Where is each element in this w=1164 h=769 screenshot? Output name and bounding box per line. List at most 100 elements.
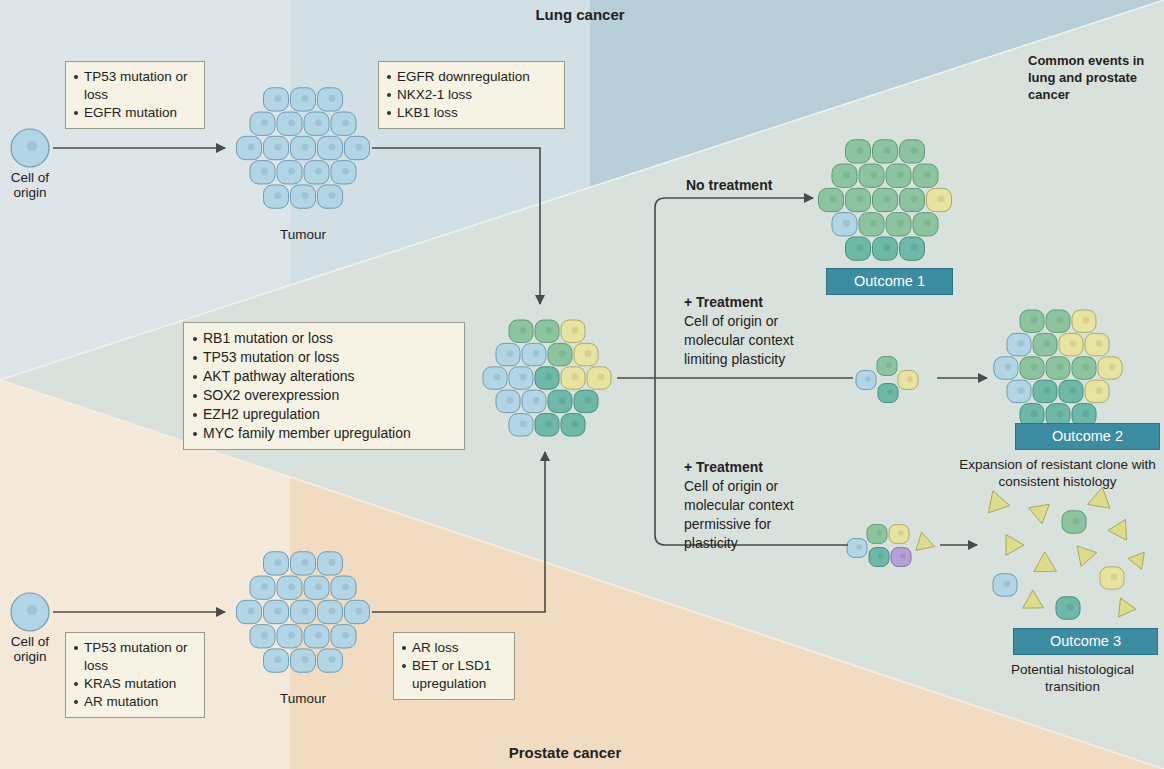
bullet-text: TP53 mutation or loss bbox=[203, 349, 339, 365]
tumour-cell bbox=[856, 371, 876, 390]
cell-nucleus bbox=[27, 141, 37, 151]
cell-body bbox=[277, 576, 302, 599]
cell-body bbox=[1085, 333, 1109, 355]
cell-body bbox=[11, 129, 49, 167]
cell-body bbox=[1046, 310, 1070, 332]
bullet-dot bbox=[74, 700, 78, 704]
cell-body bbox=[331, 625, 356, 648]
cell-group bbox=[237, 552, 370, 673]
cell-body bbox=[345, 600, 370, 623]
tumour-cell bbox=[889, 525, 909, 544]
tumour-cell bbox=[277, 576, 302, 599]
bullet-dot bbox=[74, 75, 78, 79]
bullet-text: LKB1 loss bbox=[397, 105, 458, 120]
tumour-cell bbox=[264, 649, 289, 672]
bullet-dot bbox=[74, 646, 78, 650]
cell-body bbox=[483, 367, 507, 389]
cell-body bbox=[264, 552, 289, 575]
tumour-cell bbox=[304, 161, 329, 184]
cell-body bbox=[878, 384, 898, 403]
tumour-cell bbox=[264, 600, 289, 623]
cell-nucleus bbox=[520, 327, 527, 334]
cell-body bbox=[291, 136, 316, 159]
outcome-arrow bbox=[937, 377, 987, 379]
tumour-cell bbox=[587, 367, 611, 389]
tumour-cell bbox=[867, 525, 887, 544]
cell-body bbox=[561, 367, 585, 389]
tumour-cell bbox=[318, 600, 343, 623]
tumour-cell bbox=[873, 237, 898, 260]
cell-body bbox=[913, 213, 938, 236]
outcome-box: Outcome 2Expansion of resistant clone wi… bbox=[955, 423, 1160, 490]
cell-nucleus bbox=[1073, 518, 1080, 525]
bullet-item: EGFR downregulation bbox=[386, 68, 558, 86]
cell-body bbox=[318, 136, 343, 159]
cell-nucleus bbox=[897, 171, 904, 178]
cell-body bbox=[819, 188, 844, 211]
cell-nucleus bbox=[897, 220, 904, 227]
bullet-dot bbox=[193, 394, 197, 398]
cell-body bbox=[873, 188, 898, 211]
cell-nucleus bbox=[315, 168, 322, 175]
cell-body bbox=[994, 357, 1018, 379]
cell-nucleus bbox=[1083, 410, 1090, 417]
cell-body bbox=[304, 625, 329, 648]
cell-nucleus bbox=[328, 192, 335, 199]
cell-nucleus bbox=[533, 350, 540, 357]
tumour-cell bbox=[264, 136, 289, 159]
tumour-caption: Tumour bbox=[225, 227, 381, 242]
tumour-cell bbox=[277, 625, 302, 648]
bullet-item: TP53 mutation or loss bbox=[73, 68, 198, 104]
tumour-cell bbox=[993, 574, 1017, 596]
bullet-text: AKT pathway alterations bbox=[203, 368, 355, 384]
connector-arrow bbox=[53, 611, 225, 613]
cell-body bbox=[304, 161, 329, 184]
tumour-cell bbox=[1072, 310, 1096, 332]
tumour-cell bbox=[832, 164, 857, 187]
cell-body bbox=[1020, 357, 1044, 379]
cell-body bbox=[11, 593, 49, 631]
cell-nucleus bbox=[342, 583, 349, 590]
tumour-cell bbox=[846, 237, 871, 260]
cell-nucleus bbox=[829, 195, 836, 202]
cell-nucleus bbox=[288, 632, 295, 639]
tumour-cell bbox=[496, 343, 520, 365]
cell-body bbox=[1046, 357, 1070, 379]
bullet-text: NKX2-1 loss bbox=[397, 87, 472, 102]
tumour-cell bbox=[561, 414, 585, 436]
bullet-dot bbox=[193, 375, 197, 379]
cell-nucleus bbox=[1031, 317, 1038, 324]
cell-nucleus bbox=[274, 656, 281, 663]
bullet-text: AR loss bbox=[412, 640, 459, 655]
cell-body bbox=[900, 188, 925, 211]
cell-shape bbox=[10, 592, 50, 632]
cell-nucleus bbox=[301, 559, 308, 566]
cell-nucleus bbox=[924, 171, 931, 178]
tumour-cell bbox=[1020, 357, 1044, 379]
alteration-box: TP53 mutation or lossEGFR mutation bbox=[65, 61, 205, 129]
outcome-label: Outcome 3 bbox=[1013, 628, 1158, 655]
cell-nucleus bbox=[883, 147, 890, 154]
tumour-cell bbox=[1085, 333, 1109, 355]
transformed-cell bbox=[1023, 590, 1044, 608]
cell-nucleus bbox=[886, 362, 892, 368]
cell-nucleus bbox=[274, 559, 281, 566]
cell-body bbox=[264, 649, 289, 672]
tumour-cell bbox=[561, 320, 585, 342]
tumour-cell bbox=[891, 548, 911, 567]
cell-body bbox=[496, 390, 520, 412]
cell-nucleus bbox=[355, 143, 362, 150]
cell-nucleus bbox=[247, 143, 254, 150]
cell-nucleus bbox=[1031, 410, 1038, 417]
cell-body bbox=[535, 414, 559, 436]
cell-body bbox=[264, 136, 289, 159]
tumour-cell bbox=[522, 343, 546, 365]
tumour-cell bbox=[345, 136, 370, 159]
triangle-group bbox=[988, 487, 1144, 617]
tumour-cell bbox=[264, 185, 289, 208]
cell-body bbox=[846, 188, 871, 211]
cell-body bbox=[1085, 380, 1109, 402]
cell-body bbox=[331, 576, 356, 599]
bullet-dot bbox=[74, 111, 78, 115]
